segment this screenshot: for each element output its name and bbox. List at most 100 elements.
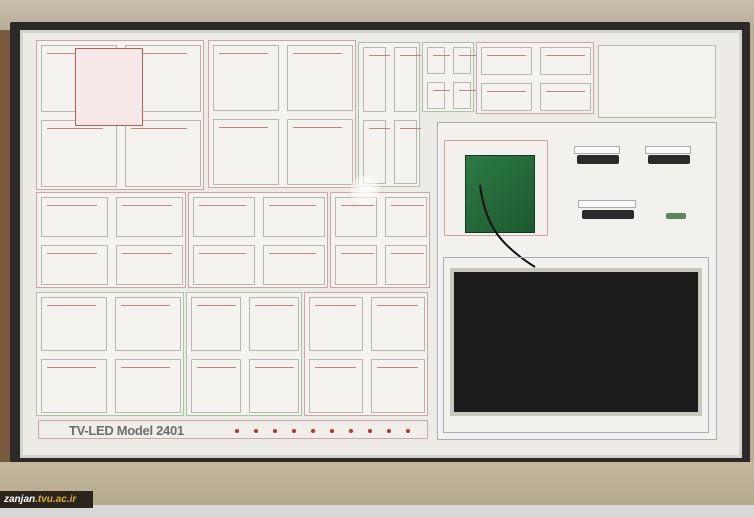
circuit-diagram [213, 119, 279, 185]
trace [122, 253, 172, 254]
trace [459, 90, 477, 91]
schematic-block-top-right [598, 45, 716, 118]
circuit-diagram [125, 120, 201, 187]
trace [197, 367, 236, 368]
trace [197, 305, 236, 306]
trace [219, 53, 269, 54]
schematic-block [208, 40, 356, 188]
trace [269, 205, 316, 206]
indicator-led [273, 429, 277, 433]
circuit-diagram [116, 197, 183, 237]
indicator-led [235, 429, 239, 433]
title-strip: TV-LED Model 2401 [38, 420, 428, 439]
indicator-led [311, 429, 315, 433]
circuit-diagram [309, 297, 363, 351]
circuit-diagram [394, 47, 417, 112]
circuit-diagram [263, 245, 325, 285]
circuit-diagram [41, 120, 117, 187]
shelf [0, 462, 754, 506]
trace [487, 55, 527, 56]
cabinet-edge [0, 30, 12, 470]
trace [47, 367, 97, 368]
circuit-diagram [116, 245, 183, 285]
indicator-led [406, 429, 410, 433]
trace [269, 253, 316, 254]
schematic-block [188, 192, 328, 288]
circuit-diagram [371, 297, 425, 351]
circuit-diagram [249, 297, 299, 351]
trace [293, 53, 343, 54]
schematic-block [36, 292, 184, 416]
circuit-diagram [394, 119, 417, 184]
circuit-diagram [427, 82, 445, 109]
schematic-block [186, 292, 302, 416]
cable [479, 185, 536, 268]
connector-label [645, 146, 691, 154]
circuit-diagram [481, 83, 532, 111]
circuit-diagram [115, 297, 181, 351]
trace [293, 127, 343, 128]
trace [47, 205, 97, 206]
connector-2 [648, 155, 690, 164]
circuit-diagram [193, 197, 255, 237]
schematic-block [330, 192, 430, 288]
trace [255, 367, 294, 368]
trace [433, 55, 451, 56]
ic-chip-diagram [75, 48, 143, 126]
trace [121, 367, 171, 368]
circuit-diagram [287, 45, 353, 111]
trace [341, 205, 375, 206]
circuit-diagram [309, 359, 363, 413]
circuit-diagram [540, 83, 591, 111]
trace [459, 55, 477, 56]
trace [121, 305, 171, 306]
trace [377, 367, 419, 368]
trace [47, 128, 103, 129]
trace [546, 91, 586, 92]
indicator-led [330, 429, 334, 433]
circuit-diagram [385, 197, 427, 237]
circuit-diagram [191, 297, 241, 351]
screen-frame [443, 257, 709, 433]
schematic-block [304, 292, 428, 416]
circuit-diagram [41, 297, 107, 351]
connector-1 [577, 155, 619, 164]
circuit-diagram [363, 47, 386, 112]
circuit-diagram [249, 359, 299, 413]
circuit-diagram [287, 119, 353, 185]
schematic-block [36, 192, 186, 288]
trace [219, 127, 269, 128]
circuit-diagram [41, 245, 108, 285]
trace [199, 253, 246, 254]
indicator-led [368, 429, 372, 433]
circuit-diagram [540, 47, 591, 75]
led-panel-screen [450, 268, 702, 416]
trace [131, 128, 187, 129]
mainboard-pcb [465, 155, 535, 233]
trace [315, 305, 357, 306]
indicator-led [292, 429, 296, 433]
schematic-block [422, 42, 477, 112]
indicator-led [387, 429, 391, 433]
mainboard-frame [444, 140, 548, 236]
circuit-diagram [41, 359, 107, 413]
trace [487, 91, 527, 92]
trace [131, 53, 187, 54]
trace [369, 127, 390, 129]
connector-4 [666, 213, 686, 219]
circuit-diagram [385, 245, 427, 285]
floor [0, 505, 754, 517]
trace [400, 55, 421, 56]
trace [47, 305, 97, 306]
trace [369, 55, 390, 56]
indicator-led [254, 429, 258, 433]
circuit-diagram [371, 359, 425, 413]
schematic-block [476, 42, 594, 114]
watermark: zanjan.tvu.ac.ir [0, 491, 93, 508]
circuit-diagram [481, 47, 532, 75]
circuit-diagram [41, 197, 108, 237]
circuit-diagram [453, 82, 471, 109]
trace [377, 305, 419, 306]
circuit-diagram [335, 245, 377, 285]
trace [546, 55, 586, 56]
